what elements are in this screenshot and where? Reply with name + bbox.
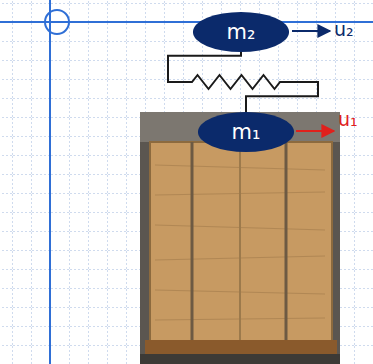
mass-ellipse: m₁ [198,112,294,152]
mass-label: m₂ [227,22,256,43]
displacement-arrow [296,130,334,132]
displacement-arrow [292,30,330,32]
wall-photo [140,112,340,364]
axis-line [49,0,51,364]
mass-ellipse: m₂ [193,12,289,52]
crosshair [45,10,69,34]
axis-line [0,21,373,23]
spring [168,52,318,113]
displacement-label: u₂ [334,20,354,39]
mass-label: m₁ [232,122,261,143]
displacement-label: u₁ [338,110,358,129]
